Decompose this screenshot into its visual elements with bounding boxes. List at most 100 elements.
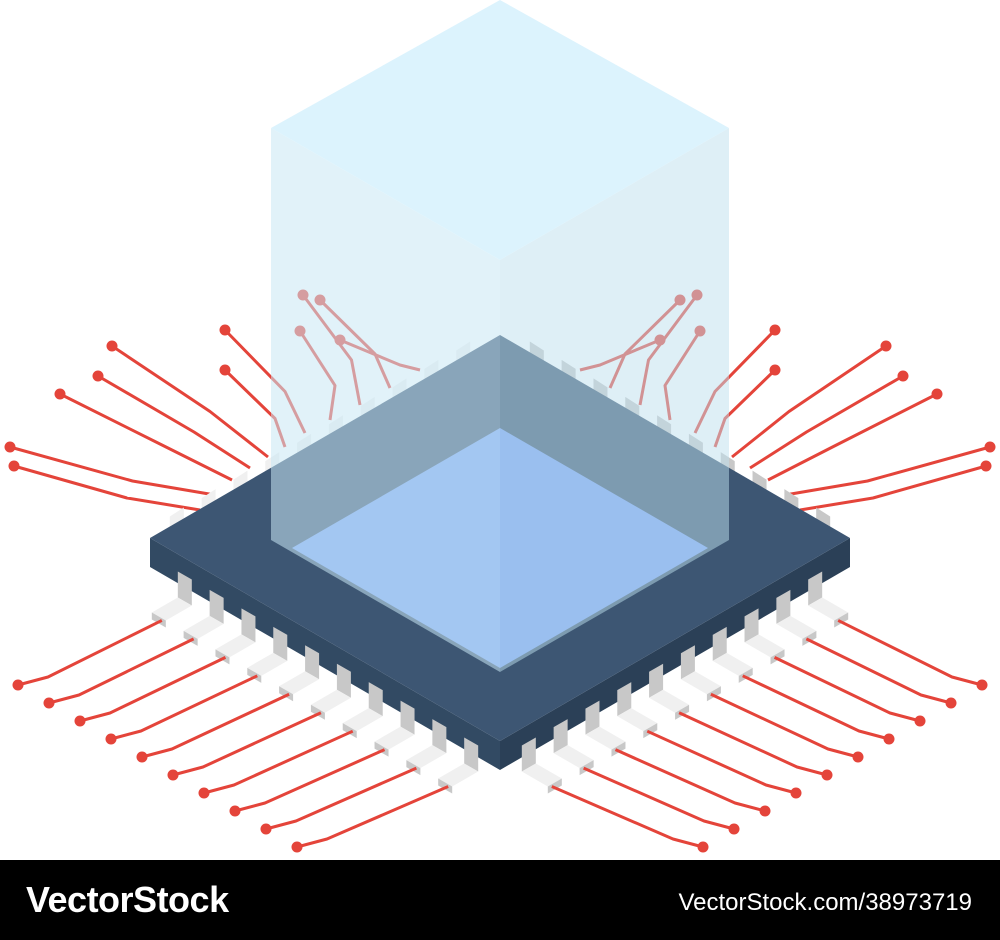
pin-foot-top	[553, 745, 594, 769]
trace-end-dot	[43, 697, 55, 709]
chip-pin	[617, 682, 658, 739]
pin-leg-side	[400, 700, 415, 735]
trace-end-dot	[291, 841, 303, 853]
circuit-trace	[13, 464, 201, 512]
trace-end-dot	[219, 324, 231, 336]
pin-foot-top	[247, 652, 288, 676]
circuit-trace	[296, 785, 449, 849]
chip-pin	[279, 645, 320, 702]
chip-pin	[183, 589, 224, 646]
circuit-trace	[837, 619, 983, 687]
chip-pin	[712, 626, 753, 683]
pin-foot-top	[585, 726, 626, 750]
circuit-trace	[731, 344, 887, 459]
trace-end-dot	[897, 370, 909, 382]
trace-end-dot	[219, 364, 231, 376]
chip-pin	[151, 571, 192, 628]
trace-end-dot	[880, 340, 892, 352]
pin-leg-side	[273, 626, 288, 661]
circuit-trace	[614, 748, 766, 813]
pin-foot-side	[738, 667, 753, 683]
cpu-chip-illustration	[4, 0, 996, 853]
trace-end-dot	[976, 679, 988, 691]
circuit-trace	[799, 464, 987, 512]
trace-end-dot	[167, 769, 179, 781]
pin-foot-top	[215, 634, 256, 658]
pin-leg-side	[617, 682, 632, 717]
trace-end-dot	[790, 787, 802, 799]
pin-foot-top	[342, 708, 383, 732]
trace-end-dot	[697, 841, 709, 853]
chip-pin	[215, 608, 256, 665]
circuit-trace	[203, 729, 354, 795]
pin-foot-side	[151, 612, 166, 628]
pin-foot-top	[374, 726, 415, 750]
chip-pin	[406, 719, 447, 776]
pin-foot-side	[438, 778, 453, 794]
trace-end-dot	[931, 388, 943, 400]
circuit-trace	[805, 637, 952, 705]
pin-foot-top	[744, 634, 785, 658]
trace-end-dot	[260, 823, 272, 835]
pin-foot-side	[579, 760, 594, 776]
trace-end-dot	[821, 769, 833, 781]
chip-pin	[680, 645, 721, 702]
chip-pin	[521, 737, 562, 794]
pin-foot-top	[649, 689, 690, 713]
pin-foot-side	[675, 704, 690, 720]
pin-foot-side	[547, 778, 562, 794]
cube-right-face	[500, 128, 729, 672]
trace-end-dot	[980, 460, 992, 472]
pin-leg-side	[744, 608, 759, 643]
pin-leg-side	[336, 663, 351, 698]
pin-leg-side	[368, 682, 383, 717]
pin-foot-side	[706, 686, 721, 702]
chip-pin	[649, 663, 690, 720]
circuit-trace	[784, 445, 991, 497]
chip-pin	[342, 682, 383, 739]
circuit-trace	[773, 656, 921, 723]
trace-end-dot	[984, 441, 996, 453]
pin-foot-top	[183, 615, 224, 639]
chip-pin	[438, 737, 479, 794]
pin-leg-side	[649, 663, 664, 698]
pin-foot-side	[183, 630, 198, 646]
trace-end-dot	[759, 805, 771, 817]
chip-pins-front	[151, 571, 849, 794]
trace-end-dot	[198, 787, 210, 799]
chip-pin	[553, 719, 594, 776]
trace-end-dot	[8, 460, 20, 472]
circuit-trace	[17, 619, 163, 687]
circuit-trace	[79, 656, 227, 723]
circuit-trace	[265, 766, 417, 831]
pin-foot-side	[406, 760, 421, 776]
circuit-trace	[141, 692, 290, 759]
pin-leg-side	[680, 645, 695, 680]
cube-top-face	[271, 0, 729, 260]
pin-foot-top	[151, 597, 192, 621]
circuit-trace	[234, 748, 386, 813]
circuit-trace	[110, 674, 258, 741]
pin-foot-side	[374, 741, 389, 757]
trace-end-dot	[728, 823, 740, 835]
image-id-text: VectorStock.com/38973719	[678, 889, 972, 916]
pin-leg-side	[808, 571, 823, 606]
cube-left-face	[271, 128, 500, 672]
pin-foot-side	[279, 686, 294, 702]
pin-foot-top	[310, 689, 351, 713]
pin-leg-side	[712, 626, 727, 661]
circuit-trace	[48, 637, 195, 705]
trace-end-dot	[914, 715, 926, 727]
circuit-trace	[551, 785, 704, 849]
chip-pin	[776, 589, 817, 646]
circuit-trace	[710, 692, 859, 759]
pin-foot-side	[215, 649, 230, 665]
brand-logo-text: VectorStock	[26, 879, 229, 920]
trace-end-dot	[136, 751, 148, 763]
pin-leg-side	[553, 719, 568, 754]
footer-bar: VectorStock VectorStock.com/38973719	[0, 860, 1000, 940]
pin-foot-side	[247, 667, 262, 683]
circuit-trace	[678, 711, 828, 777]
pin-foot-top	[808, 597, 849, 621]
